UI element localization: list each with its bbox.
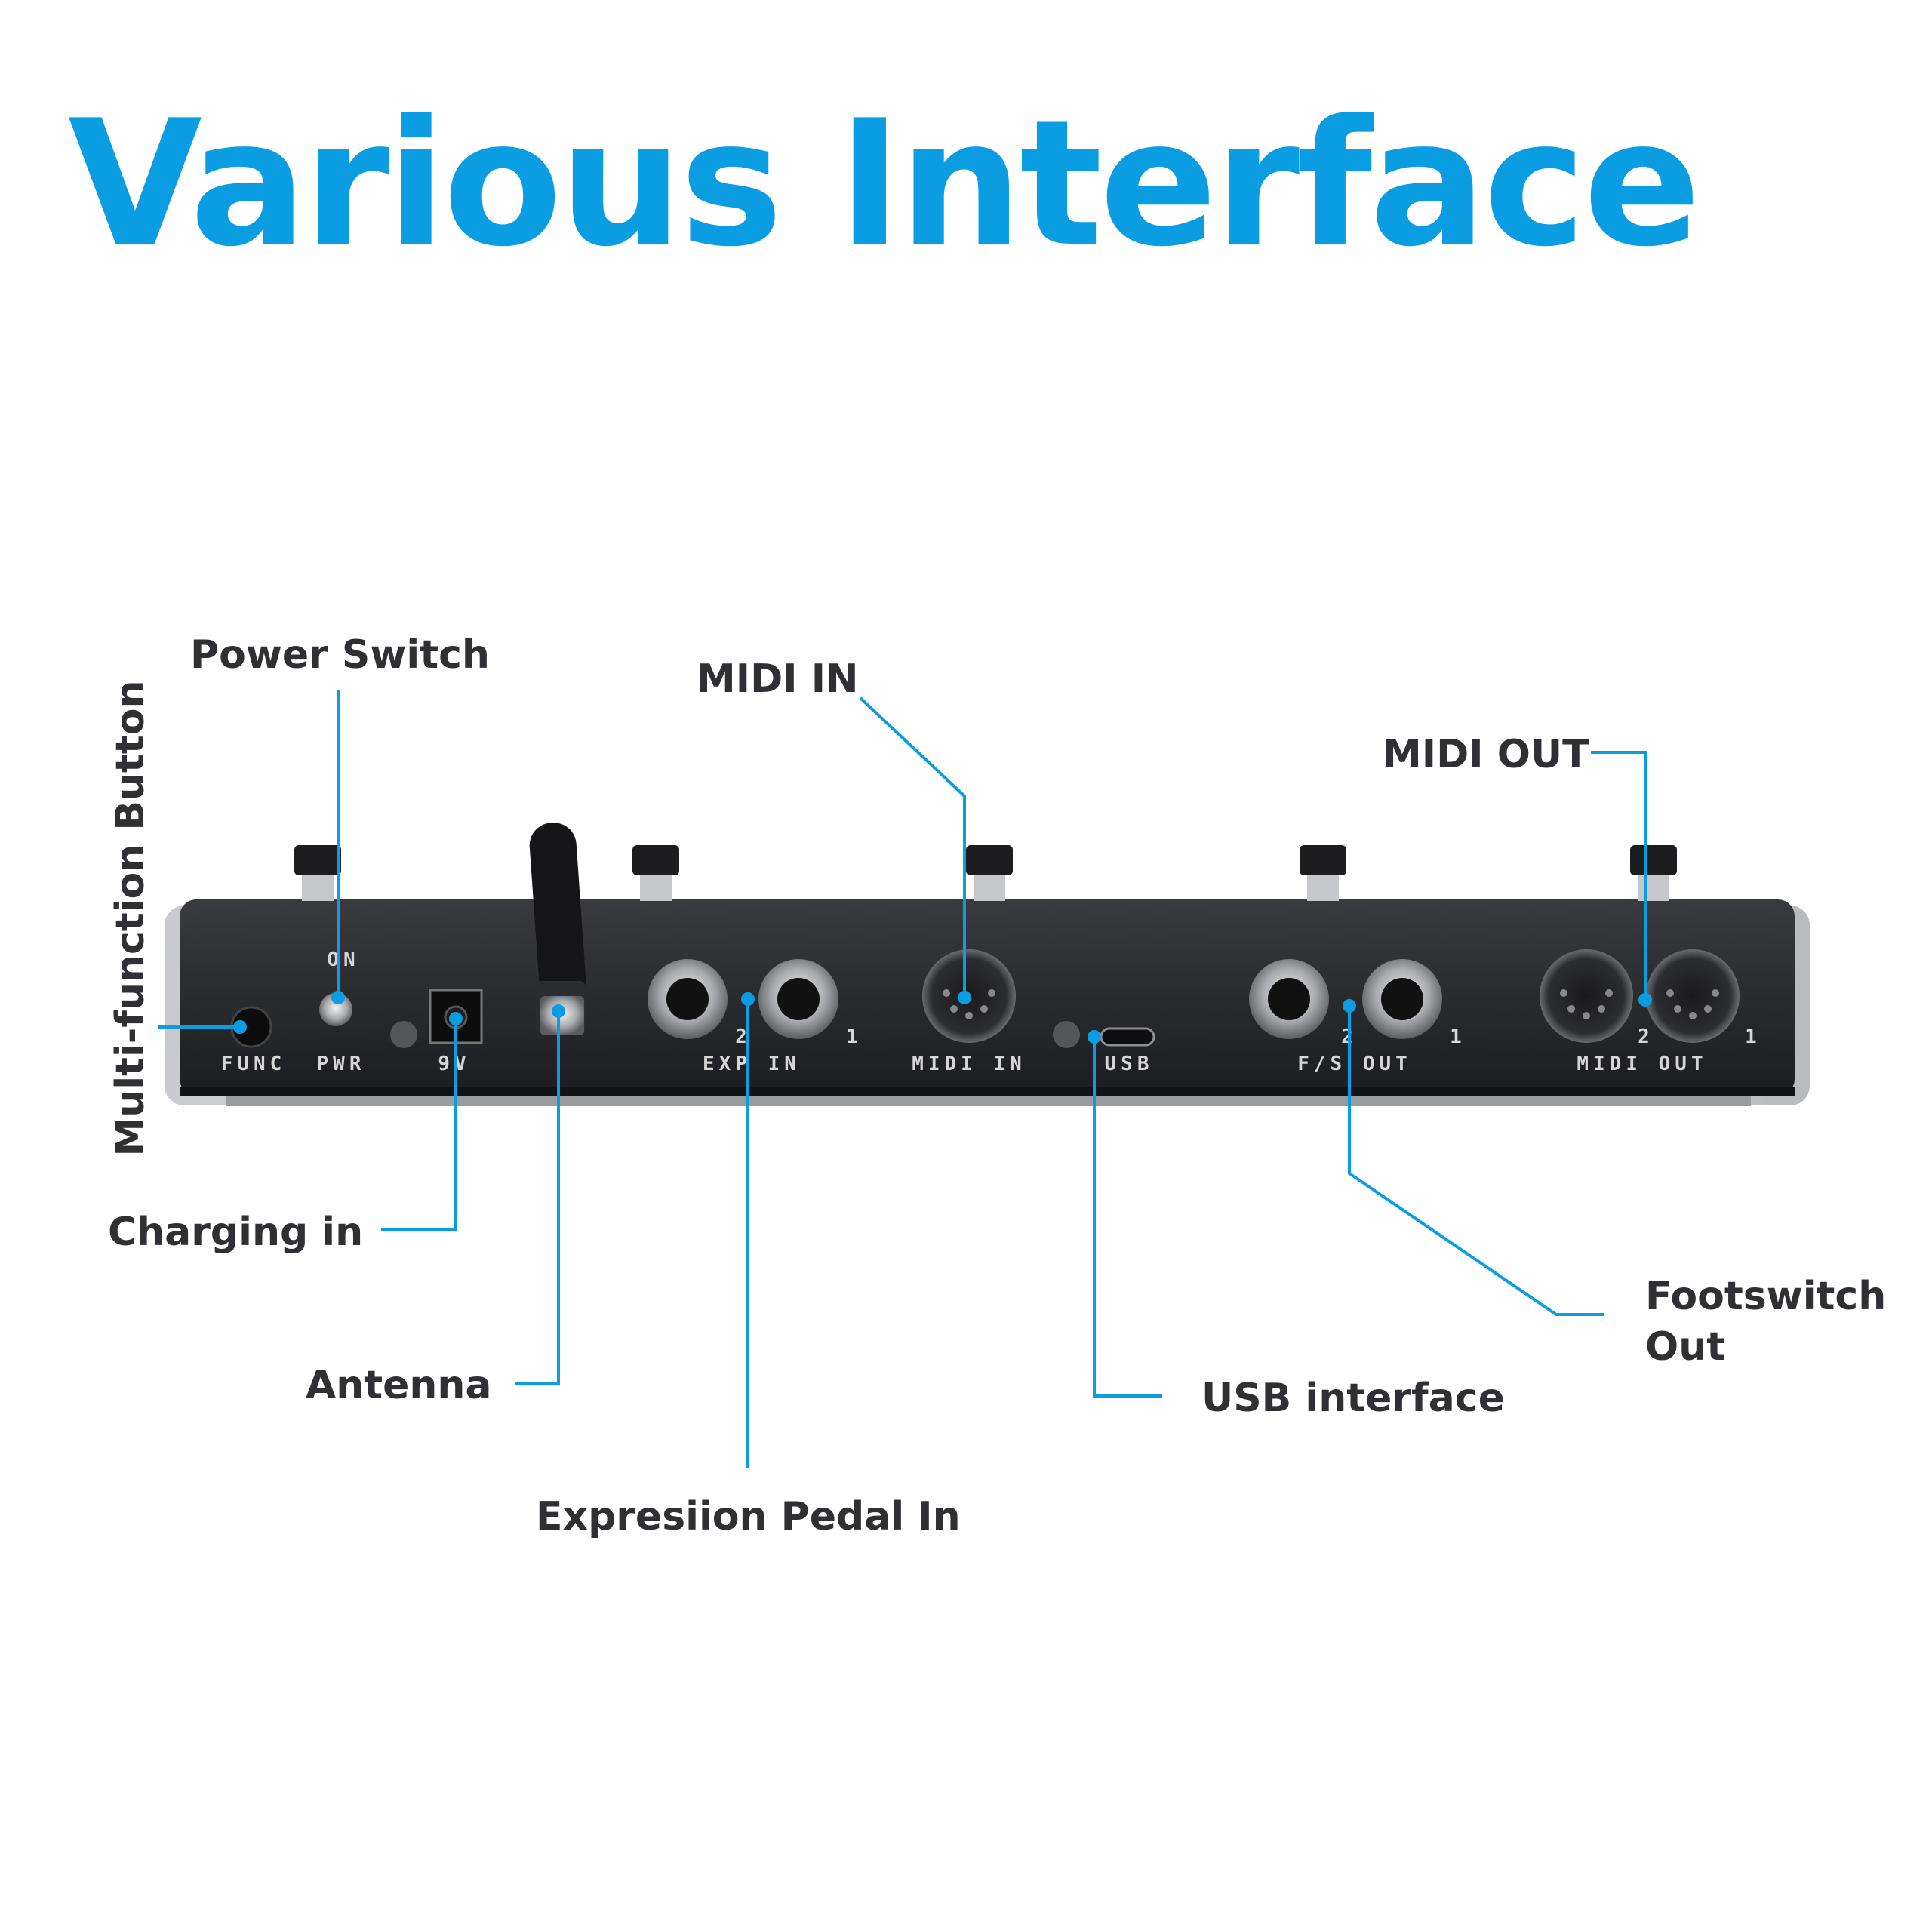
label-midi-out: MIDI OUT (1383, 732, 1589, 777)
leader-lines (158, 690, 1652, 1468)
exp-in-jack-2[interactable] (648, 959, 728, 1039)
panel-port-number: 1 (1745, 1025, 1761, 1048)
footswitch-knob (966, 845, 1013, 901)
label-charging-in: Charging in (108, 1210, 363, 1255)
label-expression-pedal-in: Expresiion Pedal In (536, 1494, 961, 1539)
footswitch-knob (632, 845, 679, 901)
page-title: Various Interface (68, 84, 1701, 285)
label-footswitch-out-line1: Footswitch (1645, 1274, 1886, 1319)
exp-in-jack-1[interactable] (758, 959, 838, 1039)
footswitch-knob (1630, 845, 1677, 901)
fs-out-jack-2[interactable] (1249, 959, 1329, 1039)
panel-label-9v: 9V (438, 1053, 470, 1075)
panel-port-number: 1 (1450, 1025, 1466, 1048)
panel-label-on: ON (327, 949, 359, 971)
panel-label-pwr: PWR (317, 1053, 366, 1075)
usb-c-port[interactable] (1100, 1027, 1155, 1047)
footswitch-knob (1300, 845, 1346, 901)
label-power-switch: Power Switch (190, 632, 490, 678)
status-led (1053, 1021, 1080, 1048)
panel-port-number: 2 (1638, 1025, 1654, 1048)
power-switch[interactable] (319, 993, 352, 1026)
status-led (390, 1021, 417, 1048)
leader-midi-out (1591, 751, 1647, 1000)
panel-label-func: FUNC (221, 1053, 287, 1075)
panel-label-midi-out: MIDI OUT (1577, 1053, 1707, 1075)
panel-label-exp-in: EXP IN (703, 1053, 801, 1075)
midi-controller-device: ON FUNC PWR 9V EXP IN 2 1 MIDI IN USB F/… (165, 823, 1810, 1106)
leader-charging-in (381, 1019, 457, 1231)
leader-midi-in (859, 696, 966, 998)
midi-out-port-2[interactable] (1540, 949, 1633, 1043)
label-antenna: Antenna (306, 1363, 492, 1408)
panel-port-number: 1 (846, 1025, 863, 1048)
panel-port-number: 2 (735, 1025, 752, 1048)
panel-label-midi-in: MIDI IN (912, 1053, 1026, 1075)
label-usb-interface: USB interface (1201, 1376, 1505, 1421)
label-midi-in: MIDI IN (697, 656, 859, 702)
fs-out-jack-1[interactable] (1362, 959, 1442, 1039)
antenna (529, 823, 586, 1035)
footswitch-knob (294, 845, 341, 901)
panel-label-usb: USB (1105, 1053, 1154, 1075)
label-footswitch-out-line2: Out (1645, 1324, 1725, 1370)
leader-usb-interface (1093, 1037, 1162, 1398)
midi-out-port-1[interactable] (1646, 949, 1740, 1043)
panel-label-fs-out: F/S OUT (1297, 1053, 1412, 1075)
leader-antenna (515, 1011, 560, 1385)
leader-footswitch-out (1348, 1006, 1604, 1316)
label-multi-function-button: Multi-function Button (108, 681, 153, 1157)
